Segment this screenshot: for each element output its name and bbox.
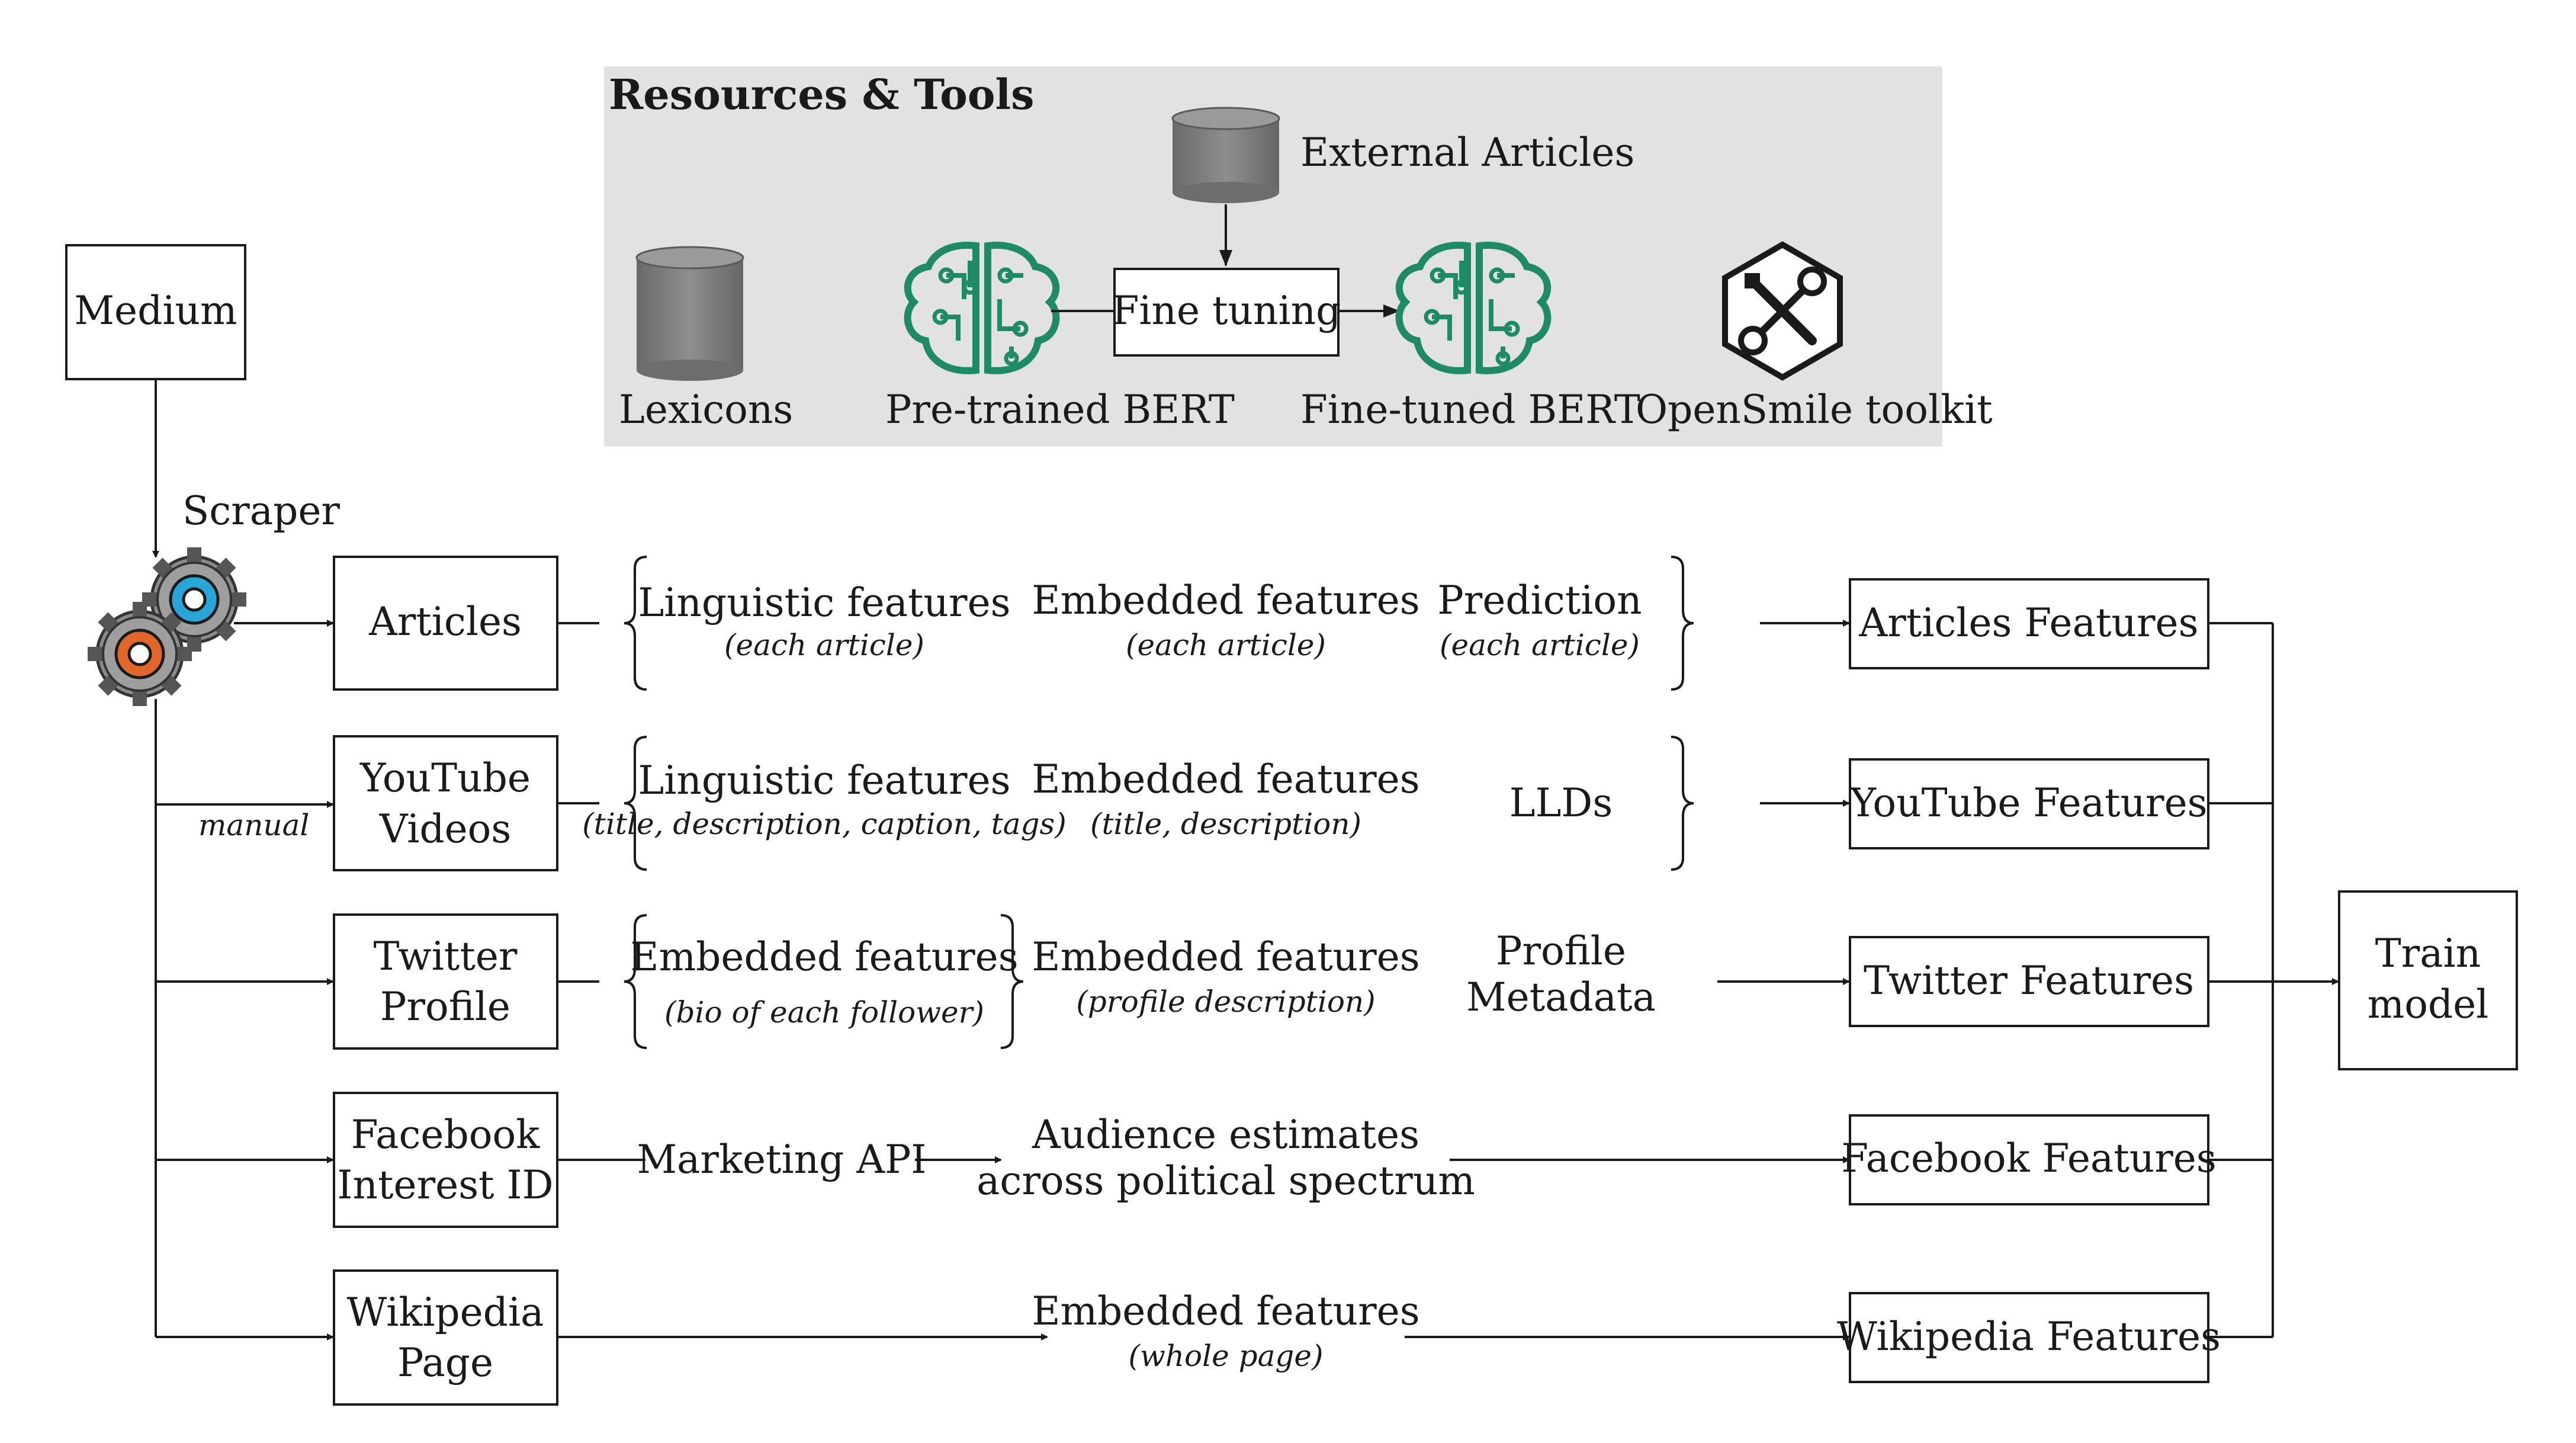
- facebook-estimates-line2: across political spectrum: [977, 1158, 1475, 1204]
- external-articles-label: External Articles: [1300, 130, 1634, 175]
- twitter-source-box: [333, 913, 558, 1050]
- youtube-source-label-line2: Videos: [379, 806, 512, 852]
- twitter-embedded-followers-sub: (bio of each follower): [664, 995, 984, 1030]
- youtube-close-brace: [1671, 736, 1694, 871]
- wikipedia-source-box: [333, 1269, 558, 1406]
- articles-prediction-main: Prediction: [1437, 578, 1642, 623]
- youtube-source-box: [333, 735, 558, 871]
- articles-source-label: Articles: [368, 599, 522, 644]
- twitter-source-label-line2: Profile: [380, 984, 510, 1030]
- articles-embedded-sub: (each article): [1126, 628, 1326, 662]
- facebook-estimates-line1: Audience estimates: [1032, 1112, 1419, 1157]
- finetuned-bert-brain-icon: [1395, 242, 1552, 374]
- scraper-gears-icon: [88, 547, 246, 706]
- features-collector-lines: [2208, 622, 2274, 1338]
- twitter-open-brace: [624, 914, 647, 1049]
- twitter-features-label: Twitter Features: [1864, 958, 2194, 1003]
- opensmile-tools-icon: [1722, 241, 1843, 381]
- wikipedia-features-label: Wikipedia Features: [1837, 1314, 2221, 1359]
- youtube-linguistic-sub: (title, description, caption, tags): [582, 807, 1066, 841]
- articles-source-box: [333, 556, 558, 691]
- articles-features-box: [1849, 578, 2209, 669]
- lexicons-label: Lexicons: [619, 387, 793, 432]
- wikipedia-source-label-line1: Wikipedia: [347, 1290, 544, 1335]
- facebook-source-label-line1: Facebook: [351, 1112, 540, 1157]
- facebook-features-label: Facebook Features: [1841, 1136, 2216, 1181]
- medium-box: [65, 244, 246, 380]
- facebook-source-box: [333, 1092, 558, 1228]
- pretrained-bert-brain-icon: [904, 242, 1060, 374]
- wikipedia-embedded-main: Embedded features: [1032, 1288, 1419, 1334]
- youtube-source-label-line1: YouTube: [359, 755, 531, 801]
- facebook-source-label-line2: Interest ID: [337, 1162, 553, 1208]
- train-model-box: [2338, 890, 2518, 1070]
- twitter-source-label-line1: Twitter: [374, 934, 518, 979]
- youtube-features-label: YouTube Features: [1850, 780, 2208, 826]
- articles-prediction-sub: (each article): [1440, 628, 1640, 662]
- wikipedia-features-box: [1849, 1292, 2209, 1383]
- wikipedia-source-label-line2: Page: [397, 1340, 493, 1386]
- external-articles-database-icon: [1171, 107, 1280, 203]
- articles-open-brace: [624, 556, 647, 691]
- train-model-label-line1: Train: [2375, 931, 2481, 976]
- youtube-embedded-main: Embedded features: [1032, 756, 1419, 802]
- twitter-features-box: [1849, 936, 2209, 1027]
- articles-embedded-main: Embedded features: [1032, 578, 1419, 623]
- lexicons-database-icon: [635, 246, 744, 381]
- facebook-marketing-api: Marketing API: [637, 1137, 926, 1182]
- finetuned-bert-label: Fine-tuned BERT: [1300, 387, 1640, 432]
- twitter-embedded-profile-sub: (profile description): [1076, 985, 1375, 1019]
- articles-linguistic-main: Linguistic features: [638, 580, 1010, 626]
- youtube-linguistic-main: Linguistic features: [638, 758, 1010, 803]
- youtube-open-brace: [624, 736, 647, 871]
- twitter-close-brace: [1000, 914, 1024, 1049]
- youtube-features-box: [1849, 758, 2209, 849]
- pretrained-bert-label: Pre-trained BERT: [885, 387, 1235, 432]
- youtube-llds: LLDs: [1509, 780, 1613, 826]
- resources-title: Resources & Tools: [609, 70, 1035, 119]
- twitter-profile-metadata-line1: Profile: [1496, 928, 1626, 974]
- medium-label: Medium: [74, 288, 237, 334]
- articles-close-brace: [1671, 556, 1694, 691]
- articles-linguistic-sub: (each article): [724, 628, 924, 662]
- articles-features-label: Articles Features: [1859, 600, 2199, 646]
- youtube-embedded-sub: (title, description): [1090, 807, 1361, 841]
- resources-tools-panel: Resources & Tools External Articles Lexi…: [604, 66, 1993, 447]
- opensmile-label: OpenSmile toolkit: [1636, 387, 1993, 432]
- fine-tuning-box: [1113, 268, 1340, 357]
- twitter-embedded-followers-main: Embedded features: [630, 934, 1018, 980]
- twitter-profile-metadata-line2: Metadata: [1466, 974, 1656, 1020]
- twitter-embedded-profile-main: Embedded features: [1032, 934, 1419, 980]
- train-model-label-line2: model: [2368, 982, 2489, 1027]
- wikipedia-embedded-sub: (whole page): [1128, 1339, 1323, 1373]
- manual-label: manual: [198, 808, 309, 842]
- scraper-label: Scraper: [182, 488, 340, 534]
- fine-tuning-label: Fine tuning: [1112, 288, 1341, 334]
